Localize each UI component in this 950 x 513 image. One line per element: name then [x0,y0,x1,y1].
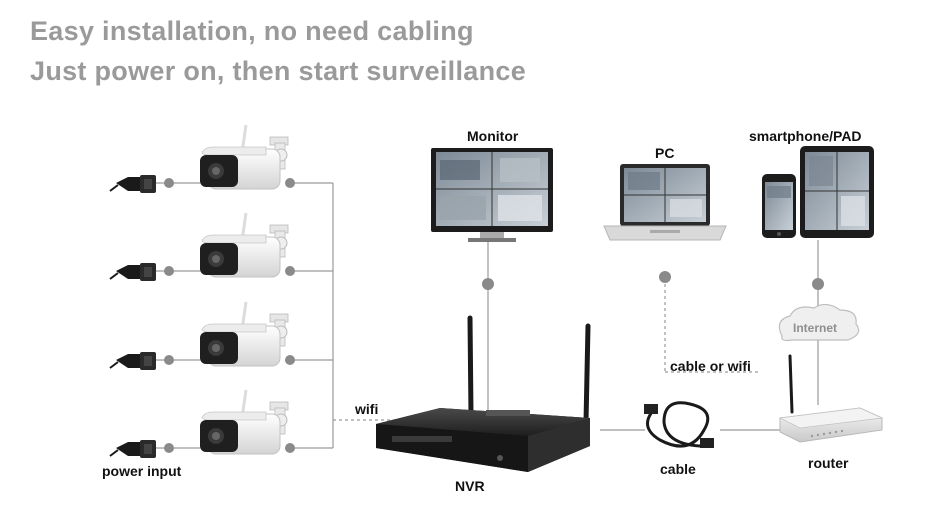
cloud-icon [778,303,860,342]
nvr-icon [376,315,591,472]
headline-line-2: Just power on, then start surveillance [30,56,527,86]
camera-icon [198,388,290,456]
tablet-icon [800,146,874,238]
smartphone-icon [762,174,796,238]
power-adapter-icon [109,439,157,459]
camera-icon [198,211,290,279]
cable-label: cable [660,461,696,477]
camera-icon [198,123,290,191]
headline-line-1: Easy installation, no need cabling [30,16,474,46]
power-adapter-icon [109,351,157,371]
cable-or-wifi-label: cable or wifi [670,358,751,374]
pc-label: PC [655,145,675,161]
monitor-label: Monitor [467,128,519,144]
wifi-label: wifi [355,401,379,417]
power-adapter-icon [109,174,157,194]
monitor-icon [431,148,553,242]
router-label: router [808,455,849,471]
smartphone-pad-label: smartphone/PAD [749,128,862,144]
laptop-icon [603,164,727,241]
router-icon [778,354,884,443]
power-adapter-icon [109,262,157,282]
internet-label: Internet [793,321,838,335]
cable-icon [644,401,714,448]
camera-icon [198,300,290,368]
connection-nodes [164,178,824,453]
power-input-label: power input [102,463,182,479]
nvr-label: NVR [455,478,485,494]
